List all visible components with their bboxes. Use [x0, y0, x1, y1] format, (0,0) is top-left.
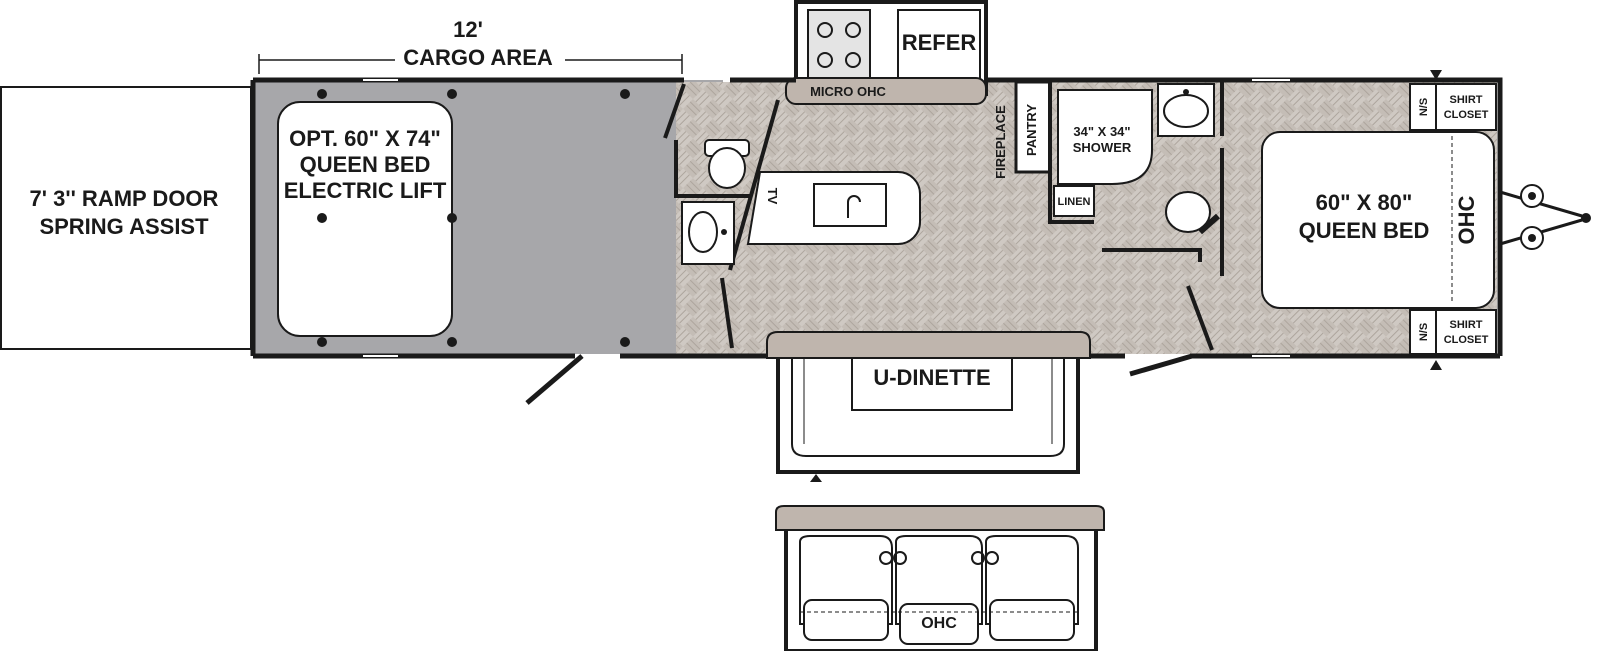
dimension-label-bg: [395, 46, 565, 70]
ramp-door-label: SPRING ASSIST: [39, 214, 209, 239]
shirt-closet-bottom: [1435, 309, 1497, 355]
micro-ohc-counter: [785, 77, 987, 105]
dinette-bench: [791, 358, 1065, 457]
nightstand-label: N/S: [1418, 323, 1430, 341]
shower-label: SHOWER: [1073, 140, 1132, 155]
entry-door: [1129, 353, 1193, 377]
rear-sink: [1163, 94, 1209, 128]
tv-label: TV: [765, 188, 780, 205]
linen-label-bg: [1053, 185, 1095, 217]
burner: [845, 22, 861, 38]
theater-ohc: [775, 505, 1105, 531]
fireplace-label: FIREPLACE: [993, 105, 1008, 179]
entry-door: [525, 354, 584, 405]
kitchen-sink: [813, 183, 887, 227]
queen-bed: [1261, 131, 1495, 309]
linen-cabinet: [1048, 82, 1094, 224]
opt-bed-label: OPT. 60" X 74": [289, 126, 441, 151]
shower-label: 34" X 34": [1073, 124, 1130, 139]
queen-bed-label: QUEEN BED: [1299, 218, 1430, 243]
theater-ohc-label: OHC: [921, 615, 957, 632]
ohc-label: OHC: [1454, 195, 1479, 244]
stove: [807, 9, 871, 81]
cargo-door: [663, 83, 686, 139]
bath-door: [1186, 285, 1214, 351]
pantry-label: PANTRY: [1024, 104, 1039, 156]
linen-label: LINEN: [1058, 196, 1091, 208]
toilet: [708, 147, 746, 189]
queen-bed-label: 60" X 80": [1316, 190, 1413, 215]
shirt-closet-label: SHIRT: [1450, 94, 1483, 106]
opt-bed-label: QUEEN BED: [300, 152, 431, 177]
marker-triangle: [1430, 70, 1442, 80]
hitch: [1499, 184, 1591, 250]
ramp-door: [0, 86, 252, 350]
dinette-seat: [766, 331, 1091, 359]
top-wall: [986, 77, 1503, 356]
pantry: [1014, 80, 1052, 174]
shirt-closet-top: [1435, 83, 1497, 131]
dinette-table: [851, 357, 1013, 411]
bath-wall: [674, 140, 752, 198]
nightstand-top: [1409, 83, 1437, 131]
bath-wall: [1102, 248, 1202, 262]
faucet: [721, 229, 727, 235]
opt-bed-label: ELECTRIC LIFT: [284, 178, 447, 203]
burner: [845, 52, 861, 68]
u-dinette-label: U-DINETTE: [873, 365, 990, 390]
bath-sink: [688, 211, 718, 253]
marker-triangle: [1430, 360, 1442, 370]
marker-triangle: [810, 474, 822, 482]
tie-down-points: [317, 89, 630, 347]
rear-toilet: [1165, 191, 1211, 233]
faucet: [1183, 89, 1189, 95]
cupholders: [879, 551, 999, 565]
toilet-tank: [1198, 213, 1220, 235]
shirt-closet-label: CLOSET: [1444, 334, 1489, 346]
cargo-area-label: CARGO AREA: [403, 45, 553, 70]
burner: [817, 22, 833, 38]
bath-door: [720, 277, 734, 349]
shirt-closet-label: SHIRT: [1450, 319, 1483, 331]
shower: [1057, 89, 1153, 185]
burner: [817, 52, 833, 68]
refer-label: REFER: [902, 30, 977, 55]
nightstand-label: N/S: [1418, 98, 1430, 116]
micro-ohc-label: MICRO OHC: [810, 84, 886, 99]
shirt-closet-label: CLOSET: [1444, 109, 1489, 121]
faucet: [847, 195, 861, 218]
cargo-dimension-label: 12': [453, 17, 483, 42]
ramp-door-label: 7' 3'' RAMP DOOR: [30, 186, 219, 211]
bath-wall: [728, 99, 780, 271]
theater-seats: [799, 535, 1079, 645]
